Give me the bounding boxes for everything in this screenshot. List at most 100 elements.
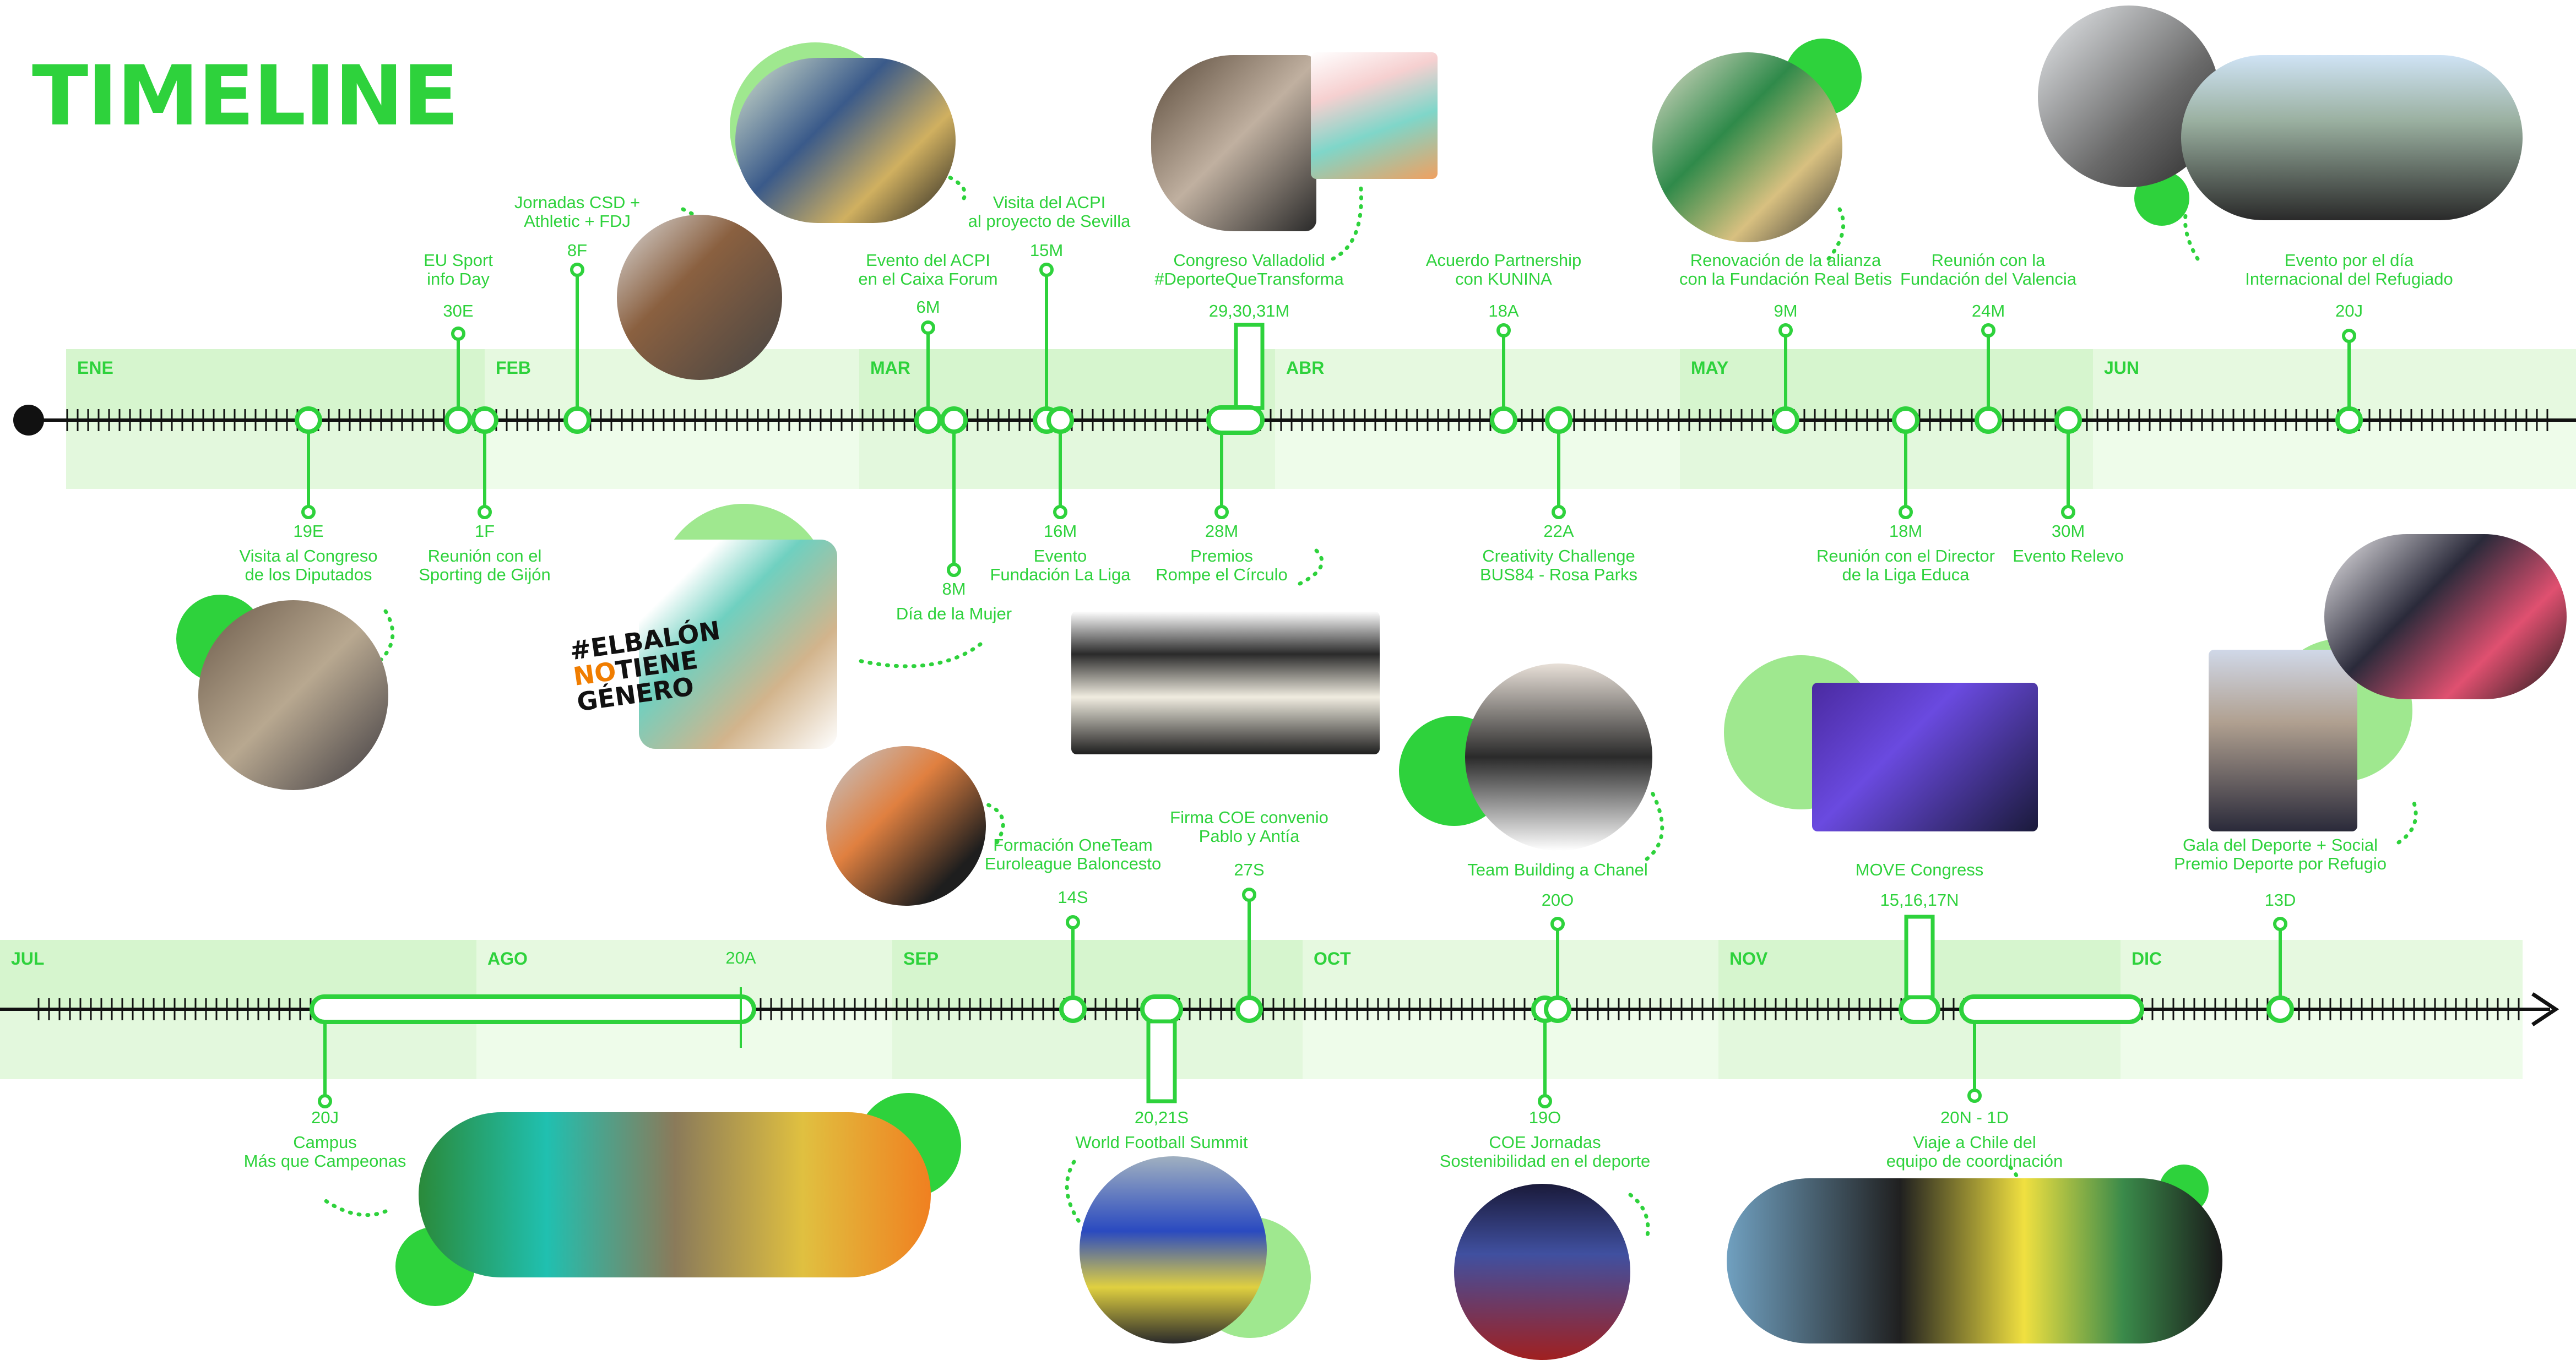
event-marker bbox=[940, 406, 968, 434]
event-label-8f: Athletic + FDJ bbox=[524, 211, 631, 231]
event-label-13d: Gala del Deporte + Social bbox=[2183, 835, 2378, 855]
event-label-20j: Evento por el día bbox=[2285, 251, 2414, 270]
photo-acpi-sevilla bbox=[735, 58, 956, 223]
month-label: AGO bbox=[487, 949, 528, 969]
event-marker bbox=[1772, 406, 1799, 434]
photo-team-building bbox=[1465, 663, 1652, 851]
event-label-16m: Evento bbox=[1034, 546, 1087, 565]
event-label-30e: info Day bbox=[427, 269, 490, 289]
dotted-connector bbox=[1645, 791, 1664, 861]
event-date-9m: 9M bbox=[1774, 301, 1797, 320]
stem-end bbox=[1538, 1094, 1552, 1108]
month-label: ENE bbox=[77, 358, 113, 378]
stem-end bbox=[1967, 1089, 1982, 1103]
event-label-27s: Pablo y Antía bbox=[1199, 826, 1300, 846]
event-label-8f: Jornadas CSD + bbox=[514, 193, 640, 212]
stem-end bbox=[1066, 915, 1080, 929]
photo-jornadas-csd bbox=[617, 215, 782, 380]
event-date-14s: 14S bbox=[1057, 888, 1088, 907]
event-label-20j: Internacional del Refugiado bbox=[2245, 269, 2453, 289]
event-label-campus: Más que Campeonas bbox=[244, 1151, 406, 1171]
event-marker bbox=[471, 406, 498, 434]
photo-real-betis bbox=[1652, 52, 1842, 242]
event-label-19o: COE Jornadas bbox=[1489, 1133, 1601, 1152]
event-label-16m: Fundación La Liga bbox=[990, 565, 1131, 584]
range-marker-29m bbox=[1206, 405, 1265, 435]
event-marker bbox=[1544, 995, 1571, 1023]
event-date-20j-b: 20J bbox=[311, 1108, 339, 1127]
event-label-19e: Visita al Congreso bbox=[239, 546, 377, 565]
event-label-acpi-sevilla: Visita del ACPI bbox=[993, 193, 1105, 212]
event-label-15n: MOVE Congress bbox=[1856, 860, 1984, 879]
event-label-18a: con KUNINA bbox=[1455, 269, 1552, 289]
event-marker bbox=[1235, 995, 1263, 1023]
event-label-18a: Acuerdo Partnership bbox=[1426, 251, 1582, 270]
event-marker bbox=[2335, 406, 2363, 434]
dotted-connector bbox=[1298, 548, 1324, 586]
event-label-20o: Team Building a Chanel bbox=[1467, 860, 1647, 879]
month-label: JUN bbox=[2104, 358, 2139, 378]
stem-end bbox=[1039, 263, 1054, 277]
event-date-29m: 29,30,31M bbox=[1209, 301, 1290, 320]
stem-end bbox=[2342, 329, 2356, 343]
event-label-22a: BUS84 - Rosa Parks bbox=[1480, 565, 1637, 584]
event-label-6m: Evento del ACPI bbox=[866, 251, 990, 270]
range-marker-15n bbox=[1899, 994, 1940, 1024]
event-label-27s: Firma COE convenio bbox=[1170, 808, 1328, 827]
event-label-18m: Reunión con el Director bbox=[1816, 546, 1995, 565]
event-date-20o: 20O bbox=[1542, 890, 1574, 910]
event-label-9m: con la Fundación Real Betis bbox=[1679, 269, 1892, 289]
photo-congreso-poster bbox=[1311, 52, 1438, 179]
month-label: MAY bbox=[1691, 358, 1728, 378]
stem-end bbox=[2061, 505, 2075, 519]
stem-end bbox=[1778, 323, 1793, 338]
event-marker bbox=[444, 406, 472, 434]
photo-dia-mujer bbox=[639, 540, 837, 749]
month-band-top bbox=[892, 940, 1303, 1010]
double-stem-29m bbox=[1234, 323, 1265, 410]
stem-end bbox=[570, 263, 584, 277]
event-label-9m: Renovación de la alianza bbox=[1690, 251, 1881, 270]
event-label-14s: Formación OneTeam bbox=[993, 835, 1152, 855]
event-label-29m: #DeporteQueTransforma bbox=[1154, 269, 1344, 289]
month-label: NOV bbox=[1729, 949, 1768, 969]
event-marker bbox=[563, 406, 591, 434]
photo-chile bbox=[1727, 1178, 2222, 1343]
range-marker-20n bbox=[1959, 994, 2144, 1024]
event-label-29m: Congreso Valladolid bbox=[1173, 251, 1325, 270]
event-marker bbox=[2054, 406, 2082, 434]
event-label-14s: Euroleague Baloncesto bbox=[985, 854, 1162, 873]
event-marker bbox=[295, 406, 322, 434]
month-label: SEP bbox=[903, 949, 939, 969]
event-label-20n: Viaje a Chile del bbox=[1913, 1133, 2036, 1152]
month-label: FEB bbox=[496, 358, 531, 378]
month-label: ABR bbox=[1286, 358, 1324, 378]
photo-move-congress bbox=[1812, 683, 2038, 831]
photo-congreso-valladolid bbox=[1151, 55, 1316, 231]
month-band-top bbox=[1680, 349, 2093, 419]
event-date-19e: 19E bbox=[293, 521, 323, 541]
event-date-24m: 24M bbox=[1972, 301, 2005, 320]
stem-end bbox=[301, 505, 316, 519]
event-date-20a: 20A bbox=[725, 948, 756, 967]
stem-end bbox=[318, 1094, 332, 1108]
stem-end bbox=[2273, 917, 2287, 931]
dotted-connector bbox=[323, 1198, 388, 1217]
stem-end bbox=[1552, 505, 1566, 519]
event-marker bbox=[1892, 406, 1919, 434]
month-label: MAR bbox=[870, 358, 910, 378]
axis-arrow-icon bbox=[2531, 992, 2559, 1026]
event-date-18a: 18A bbox=[1488, 301, 1519, 320]
event-label-20s: World Football Summit bbox=[1076, 1133, 1248, 1152]
event-date-20j: 20J bbox=[2335, 301, 2363, 320]
event-label-13d: Premio Deporte por Refugio bbox=[2174, 854, 2387, 873]
event-marker bbox=[914, 406, 942, 434]
dotted-connector bbox=[857, 642, 983, 668]
event-date-27s: 27S bbox=[1234, 860, 1264, 879]
dotted-connector bbox=[2396, 796, 2418, 845]
dotted-connector bbox=[1826, 207, 1846, 261]
photo-rompe-circulo bbox=[1071, 611, 1380, 754]
event-date-20n: 20N - 1D bbox=[1940, 1108, 2009, 1127]
dotted-connector bbox=[1065, 1160, 1082, 1225]
